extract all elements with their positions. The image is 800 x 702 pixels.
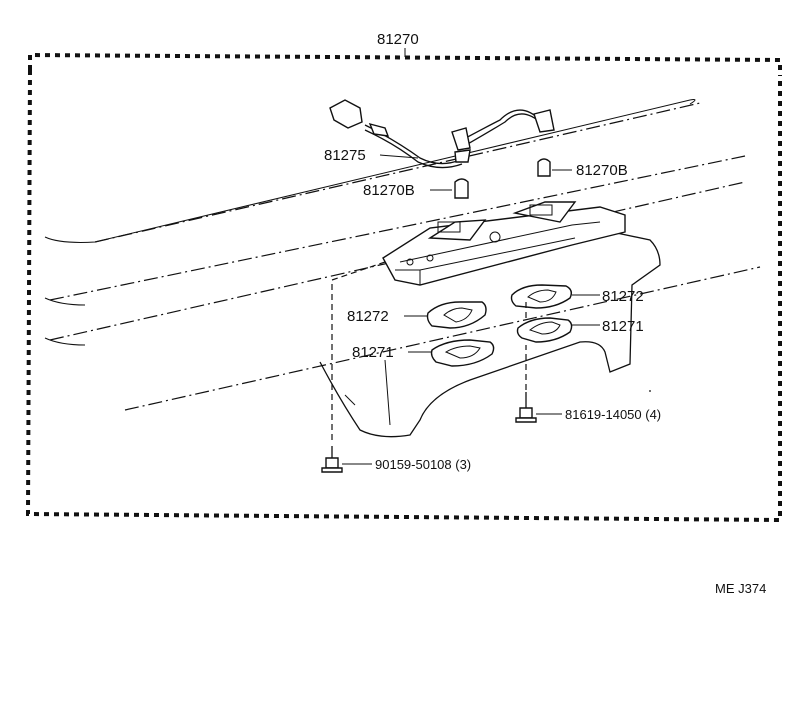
gasket-right-icon	[510, 284, 573, 309]
screws	[321, 392, 537, 473]
lens-right-icon	[516, 317, 573, 343]
lens-and-gaskets	[426, 284, 573, 367]
screw-left-icon	[325, 457, 339, 469]
assembly-frame	[25, 48, 782, 523]
label-assembly: 81270	[377, 31, 419, 48]
assembly-guides	[331, 261, 527, 440]
label-diagram-code: ME J374	[715, 581, 766, 596]
leader-lines	[342, 154, 600, 465]
label-lens-right: 81271	[602, 318, 644, 335]
gasket-left-icon	[426, 301, 487, 329]
label-bulb-right: 81270B	[576, 162, 628, 179]
lens-left-icon	[430, 339, 495, 367]
label-screw-right: 81619-14050 (4)	[565, 407, 661, 422]
label-wire: 81275	[324, 147, 366, 164]
lamp-housing	[382, 201, 626, 286]
bulb-right-icon	[537, 158, 551, 177]
wire-harness	[329, 99, 555, 169]
screw-right-icon	[519, 407, 533, 419]
label-screw-left: 90159-50108 (3)	[375, 457, 471, 472]
part-labels: 81270 81275 81270B 81270B 81272 81272 81…	[324, 31, 766, 596]
back-door-panel	[44, 99, 761, 438]
label-gasket-left: 81272	[347, 308, 389, 325]
label-bulb-left: 81270B	[363, 182, 415, 199]
label-gasket-right: 81272	[602, 288, 644, 305]
bulb-left-icon	[454, 178, 469, 199]
label-lens-left: 81271	[352, 344, 394, 361]
bulbs	[454, 158, 551, 199]
